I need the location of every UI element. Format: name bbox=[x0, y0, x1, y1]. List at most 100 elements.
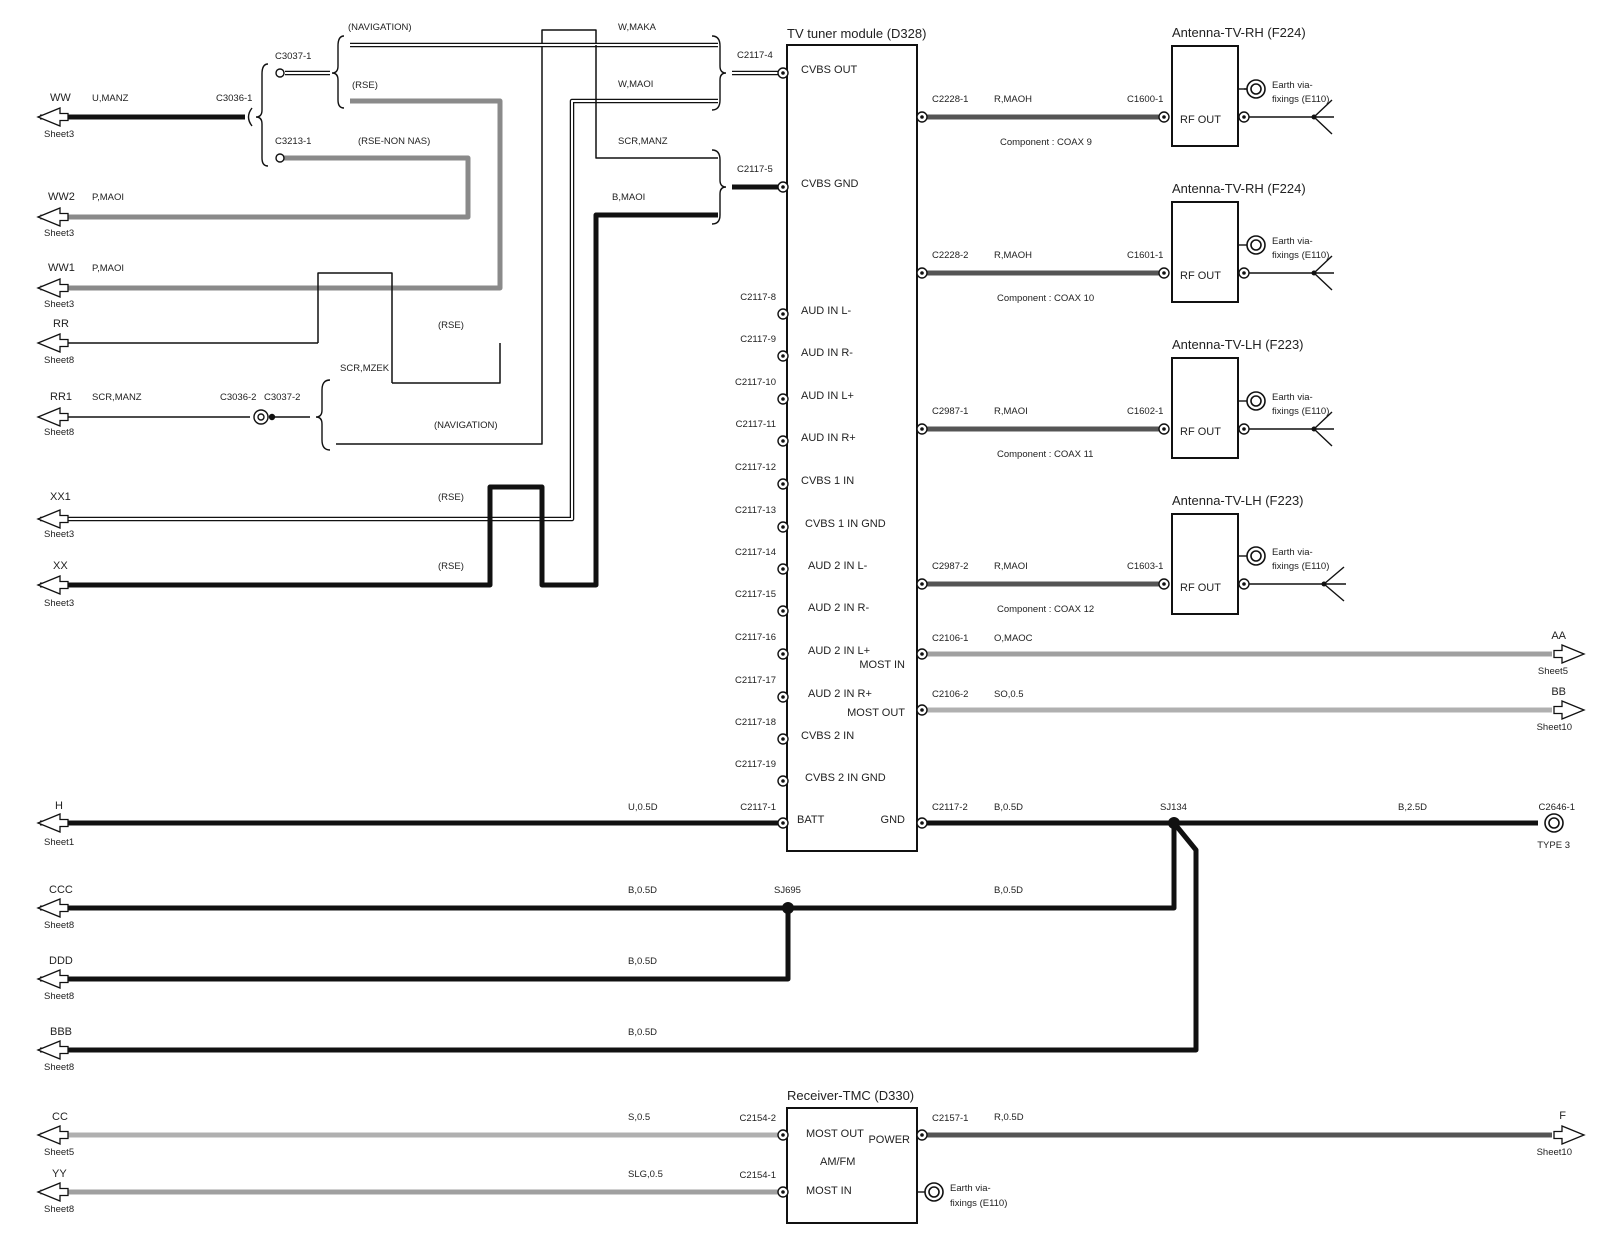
earth-icon bbox=[1246, 546, 1266, 566]
antenna-3-title: Antenna-TV-LH (F223) bbox=[1172, 337, 1304, 352]
antenna-4-earth1: Earth via- bbox=[1272, 547, 1313, 558]
pin-aud-in-lm: AUD IN L- bbox=[801, 305, 851, 317]
antenna-1: Antenna-TV-RH (F224) RF OUT Earth via- f… bbox=[932, 25, 1329, 148]
ref-ww2[interactable]: WW2 bbox=[48, 191, 75, 203]
ref-ww-sheet[interactable]: Sheet3 bbox=[44, 129, 74, 140]
conn-c2117-10: C2117-10 bbox=[735, 377, 776, 388]
ref-xx-sheet[interactable]: Sheet3 bbox=[44, 598, 74, 609]
receiver-power: POWER bbox=[868, 1134, 910, 1146]
ref-ww1[interactable]: WW1 bbox=[48, 262, 75, 274]
ref-f[interactable]: F bbox=[1559, 1110, 1566, 1122]
ref-yy-sheet[interactable]: Sheet8 bbox=[44, 1204, 74, 1215]
ref-h[interactable]: H bbox=[55, 800, 63, 812]
wire-navigation bbox=[336, 29, 597, 445]
antenna-1-component: Component : COAX 9 bbox=[1000, 137, 1092, 148]
wire-w-maoi bbox=[40, 98, 718, 522]
ref-cc-sheet[interactable]: Sheet5 bbox=[44, 1147, 74, 1158]
conn-c2117-8: C2117-8 bbox=[740, 292, 776, 303]
label-scr-manz-1: SCR,MANZ bbox=[92, 392, 142, 403]
conn-c2106-2: C2106-2 bbox=[932, 689, 968, 700]
ref-bbb-sheet[interactable]: Sheet8 bbox=[44, 1062, 74, 1073]
ref-bb-sheet[interactable]: Sheet10 bbox=[1537, 722, 1572, 733]
ref-c2646-type: TYPE 3 bbox=[1537, 840, 1570, 851]
ref-ww1-sheet[interactable]: Sheet3 bbox=[44, 299, 74, 310]
wire-ccc bbox=[40, 823, 1177, 911]
antenna-3-conn-left: C2987-1 bbox=[932, 406, 968, 417]
ref-ccc-sheet[interactable]: Sheet8 bbox=[44, 920, 74, 931]
label-w-maka: W,MAKA bbox=[618, 22, 657, 33]
ref-ww2-sheet[interactable]: Sheet3 bbox=[44, 228, 74, 239]
conn-c2117-17: C2117-17 bbox=[735, 675, 776, 686]
antenna-2-rf: RF OUT bbox=[1180, 270, 1221, 282]
label-b-05d-bbb: B,0.5D bbox=[628, 1027, 657, 1038]
receiver-conn-in: C2154-1 bbox=[740, 1170, 776, 1181]
tv-tuner-title: TV tuner module (D328) bbox=[787, 26, 926, 41]
ref-bb[interactable]: BB bbox=[1551, 686, 1566, 698]
conn-c2117-12: C2117-12 bbox=[735, 462, 776, 473]
antenna-1-earth2: fixings (E110) bbox=[1272, 94, 1329, 105]
antenna-4-conn-left: C2987-2 bbox=[932, 561, 968, 572]
wire-labels: U,MANZ P,MAOI P,MAOI SCR,MANZ W,MAKA W,M… bbox=[92, 22, 1427, 1180]
label-sj134: SJ134 bbox=[1160, 802, 1187, 813]
ref-ccc[interactable]: CCC bbox=[49, 884, 73, 896]
antenna-3-conn-right: C1602-1 bbox=[1127, 406, 1163, 417]
ref-cc[interactable]: CC bbox=[52, 1111, 68, 1123]
ref-c2646[interactable]: C2646-1 bbox=[1539, 802, 1575, 813]
label-u-manz: U,MANZ bbox=[92, 93, 129, 104]
wire-b-maoi bbox=[40, 212, 718, 588]
antenna-2-title: Antenna-TV-RH (F224) bbox=[1172, 181, 1306, 196]
antenna-1-conn-right: C1600-1 bbox=[1127, 94, 1163, 105]
conn-c2117-5: C2117-5 bbox=[737, 164, 773, 175]
ref-ww[interactable]: WW bbox=[50, 92, 71, 104]
conn-c3036-1: C3036-1 bbox=[216, 93, 252, 104]
ref-rr-sheet[interactable]: Sheet8 bbox=[44, 355, 74, 366]
conn-c3036-2: C3036-2 bbox=[220, 392, 256, 403]
connector-c2646-icon bbox=[1544, 813, 1564, 833]
ref-xx[interactable]: XX bbox=[53, 560, 68, 572]
conn-c3037-2: C3037-2 bbox=[264, 392, 300, 403]
tag-rse-3: (RSE) bbox=[438, 492, 464, 503]
pin-most-out: MOST OUT bbox=[847, 707, 905, 719]
ref-xx1-sheet[interactable]: Sheet3 bbox=[44, 529, 74, 540]
ref-rr[interactable]: RR bbox=[53, 318, 69, 330]
conn-c2117-16: C2117-16 bbox=[735, 632, 776, 643]
pin-most-in: MOST IN bbox=[859, 659, 905, 671]
antenna-3-rf: RF OUT bbox=[1180, 426, 1221, 438]
ref-rr1-sheet[interactable]: Sheet8 bbox=[44, 427, 74, 438]
conn-c3213-1: C3213-1 bbox=[275, 136, 311, 147]
ref-yy[interactable]: YY bbox=[52, 1168, 67, 1180]
wire-ww2 bbox=[40, 155, 471, 220]
ref-rr1[interactable]: RR1 bbox=[50, 391, 72, 403]
pin-cvbs1-in-gnd: CVBS 1 IN GND bbox=[805, 518, 886, 530]
antenna-2-component: Component : COAX 10 bbox=[997, 293, 1094, 304]
ref-aa-sheet[interactable]: Sheet5 bbox=[1538, 666, 1568, 677]
antenna-4-component: Component : COAX 12 bbox=[997, 604, 1094, 615]
antenna-3: Antenna-TV-LH (F223) RF OUT Earth via- f… bbox=[932, 337, 1329, 460]
ref-h-sheet[interactable]: Sheet1 bbox=[44, 837, 74, 848]
pin-aud2-in-lm: AUD 2 IN L- bbox=[808, 560, 868, 572]
left-references: WW Sheet3 WW2 Sheet3 WW1 Sheet3 RR Sheet… bbox=[37, 92, 75, 1215]
ref-f-sheet[interactable]: Sheet10 bbox=[1537, 1147, 1572, 1158]
ref-bbb[interactable]: BBB bbox=[50, 1026, 72, 1038]
ref-aa[interactable]: AA bbox=[1551, 630, 1566, 642]
conn-c2106-1: C2106-1 bbox=[932, 633, 968, 644]
conn-c2117-14: C2117-14 bbox=[735, 547, 776, 558]
label-b-05d-ccc-r: B,0.5D bbox=[994, 885, 1023, 896]
antenna-4-rf: RF OUT bbox=[1180, 582, 1221, 594]
label-p-maoi-1: P,MAOI bbox=[92, 192, 124, 203]
antenna-4-earth2: fixings (E110) bbox=[1272, 561, 1329, 572]
conn-c2117-11: C2117-11 bbox=[736, 419, 776, 430]
antenna-3-wire: R,MAOI bbox=[994, 406, 1028, 417]
ref-xx1[interactable]: XX1 bbox=[50, 491, 71, 503]
receiver-amfm: AM/FM bbox=[820, 1156, 855, 1168]
conn-c2117-18: C2117-18 bbox=[735, 717, 776, 728]
earth-icon bbox=[1246, 235, 1266, 255]
ref-ddd-sheet[interactable]: Sheet8 bbox=[44, 991, 74, 1002]
antenna-3-component: Component : COAX 11 bbox=[997, 449, 1093, 460]
receiver-most-out: MOST OUT bbox=[806, 1128, 864, 1140]
ref-ddd[interactable]: DDD bbox=[49, 955, 73, 967]
conn-c2117-19: C2117-19 bbox=[735, 759, 776, 770]
wire-ww1 bbox=[40, 98, 503, 291]
receiver-most-in: MOST IN bbox=[806, 1185, 852, 1197]
